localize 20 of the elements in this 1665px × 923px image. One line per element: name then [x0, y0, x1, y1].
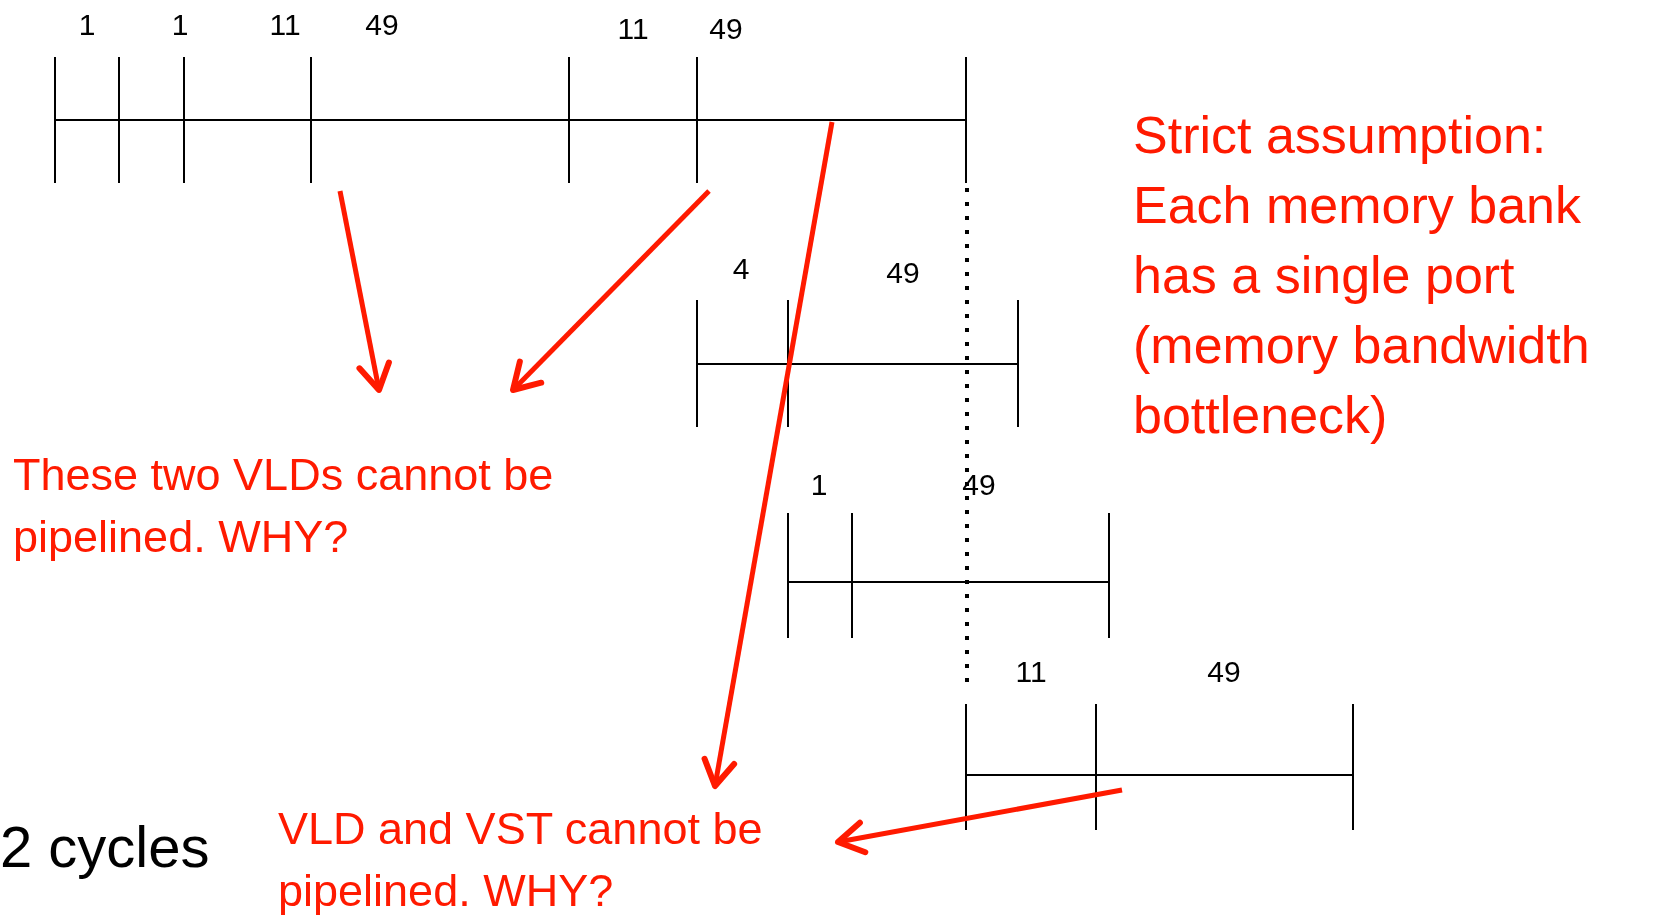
cycle-number: 1	[78, 8, 96, 42]
cycle-number: 11	[617, 12, 649, 46]
cycle-number: 49	[365, 8, 399, 42]
arrow	[510, 189, 711, 393]
cycle-count-text: 2 cycles	[0, 813, 210, 881]
arrow	[337, 190, 392, 393]
annotation-text: These two VLDs cannot be pipelined. WHY?	[13, 448, 555, 564]
cycle-number: 49	[962, 468, 996, 502]
cycle-number: 49	[709, 12, 743, 46]
arrow	[701, 121, 835, 789]
cycle-number: 49	[886, 256, 920, 290]
arrow	[835, 787, 1123, 856]
note-text: Strict assumption: Each memory bank has a single port (memory bandwidth bottleneck)	[1133, 105, 1591, 446]
cycle-number: 4	[732, 252, 750, 286]
annotation-text: VLD and VST cannot be pipelined. WHY?	[278, 802, 764, 918]
cycle-number: 11	[269, 8, 301, 42]
cycle-number: 49	[1207, 655, 1241, 689]
cycle-number: 11	[1015, 655, 1047, 689]
cycle-number: 1	[171, 8, 189, 42]
cycle-number: 1	[810, 468, 828, 502]
